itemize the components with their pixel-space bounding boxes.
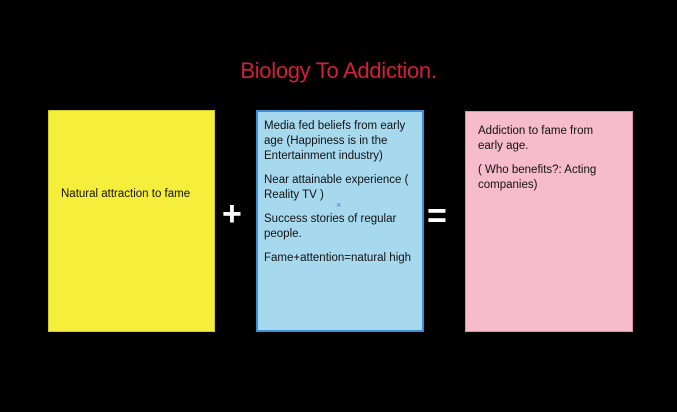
- addiction-paragraph: Addiction to fame from early age.: [478, 125, 594, 152]
- box-natural-attraction-text: Natural attraction to fame: [61, 188, 191, 200]
- plus-operator: +: [222, 195, 242, 233]
- fame-attention-paragraph: Fame+attention=natural high: [264, 252, 412, 264]
- diagram-title: Biology To Addiction.: [240, 58, 437, 83]
- reality-tv-paragraph: Near attainable experience ( Reality TV …: [264, 174, 409, 201]
- media-beliefs-paragraph: Media fed beliefs from early age (Happin…: [264, 120, 406, 162]
- box-media-beliefs: Media fed beliefs from early age (Happin…: [256, 110, 424, 332]
- success-stories-paragraph: Success stories of regular people.: [264, 213, 397, 240]
- cross-marker-icon: ×: [336, 200, 342, 210]
- equals-operator: =: [427, 197, 447, 235]
- box-natural-attraction: Natural attraction to fame: [48, 110, 215, 332]
- box-addiction: Addiction to fame from early age. ( Who …: [465, 111, 633, 332]
- who-benefits-paragraph: ( Who benefits?: Acting companies): [478, 164, 597, 191]
